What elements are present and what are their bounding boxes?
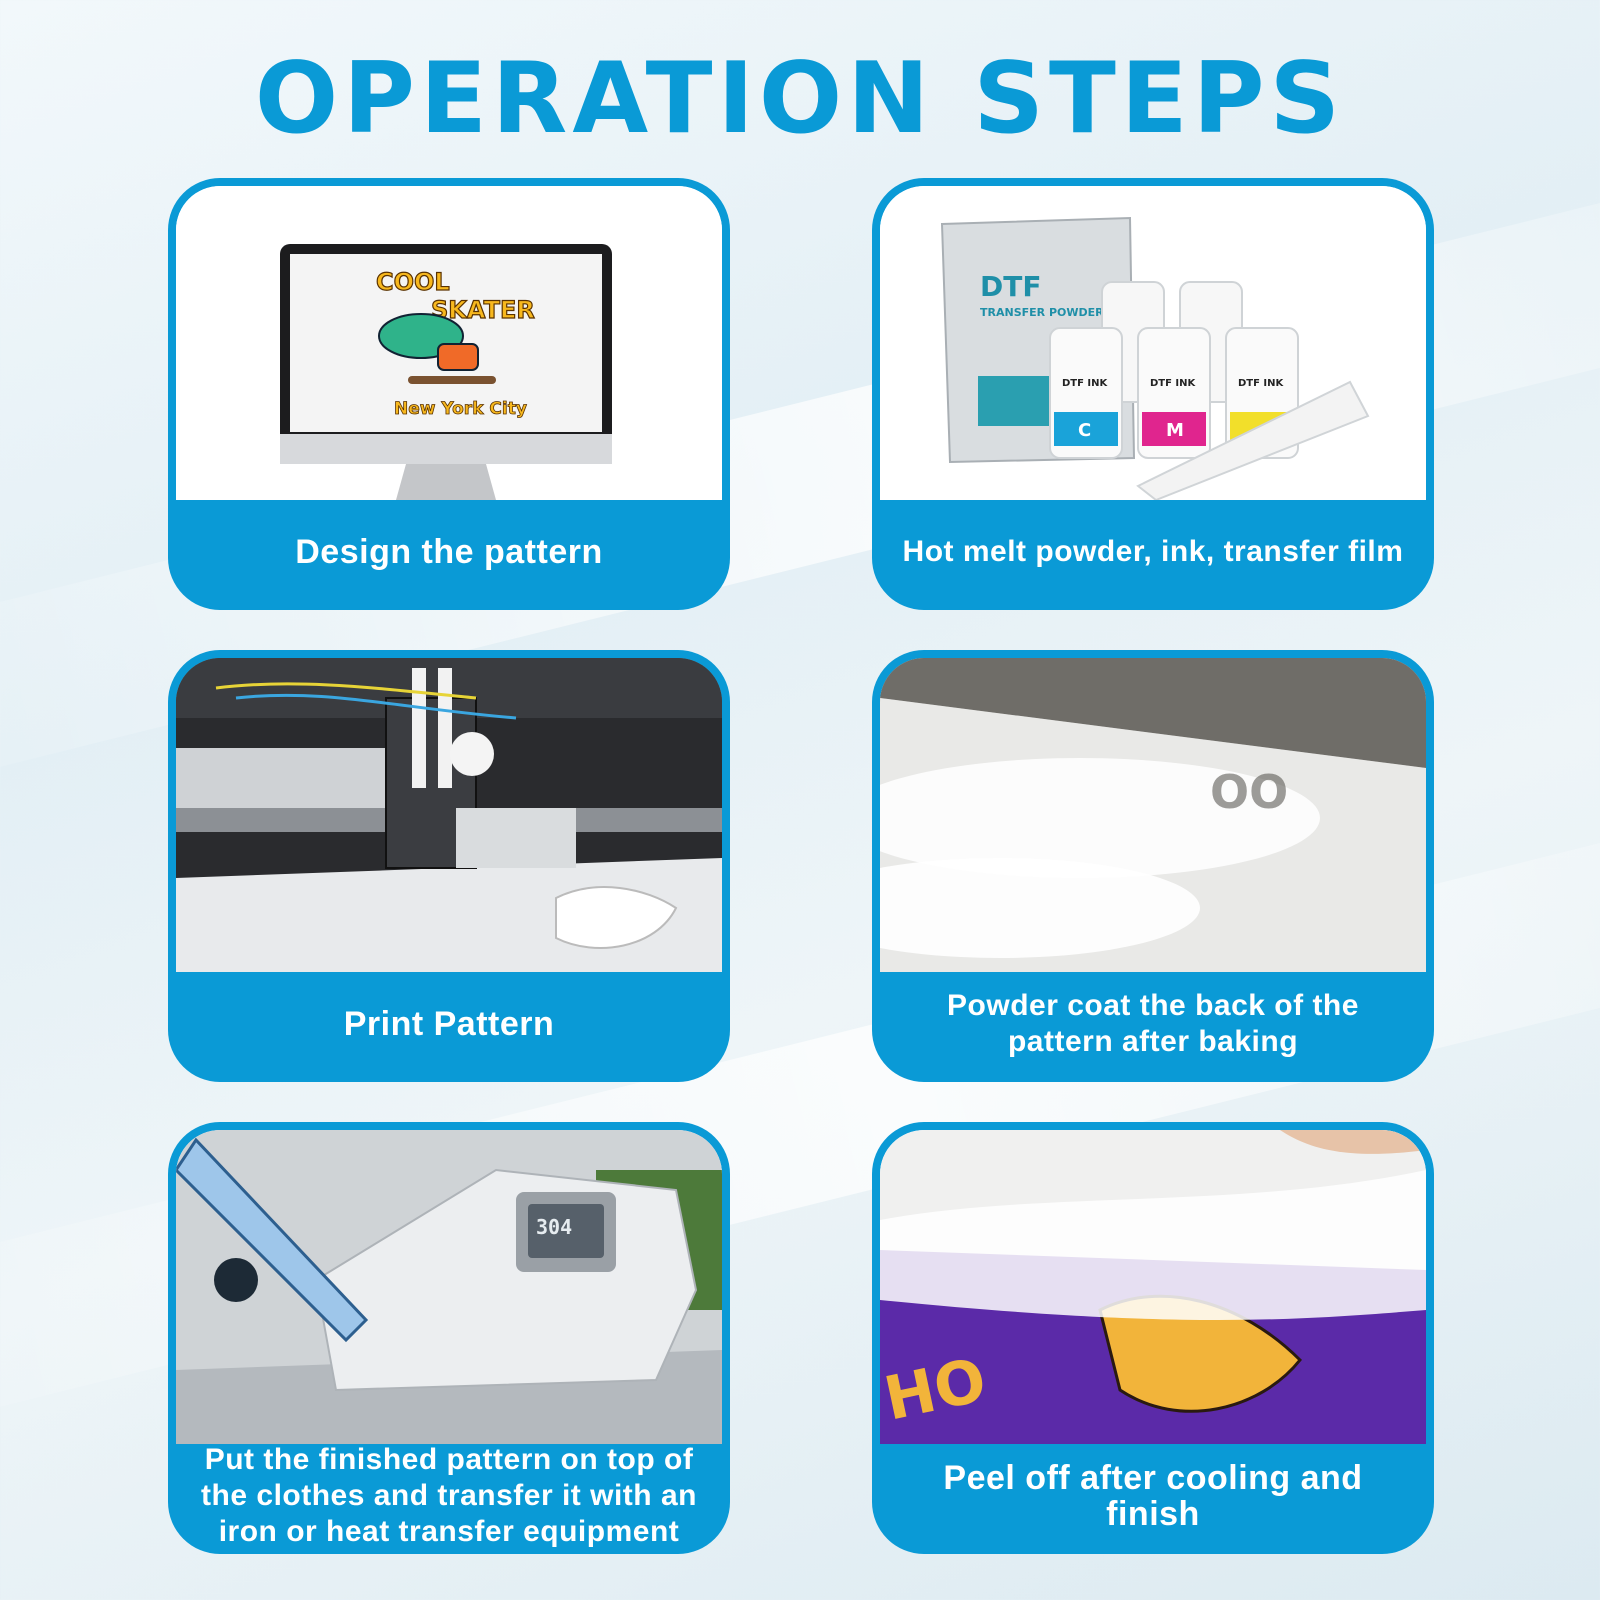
step-card-materials: DTF TRANSFER POWDER DTF INK C DTF INK M [872, 178, 1434, 610]
monitor-illustration: COOL SKATER New York City [176, 186, 722, 500]
step-card-powder: OO Powder coat the back of the pattern a… [872, 650, 1434, 1082]
step-caption: Hot melt powder, ink, transfer film [902, 535, 1404, 568]
ink-bottle-magenta: DTF INK M [1137, 327, 1211, 459]
step-photo-monitor: COOL SKATER New York City [176, 186, 722, 500]
step-photo-heat-press: 304 [176, 1130, 722, 1444]
bag-subtitle: TRANSFER POWDER [980, 306, 1104, 319]
ink-bottle-cyan: DTF INK C [1049, 327, 1123, 459]
step-caption: Peel off after cooling and finish [943, 1459, 1363, 1533]
powder-illustration: OO [880, 658, 1426, 972]
step-photo-peel: HO [880, 1130, 1426, 1444]
printer-illustration [176, 658, 722, 972]
heat-press-display [528, 1204, 604, 1258]
step-photo-powder: OO [880, 658, 1426, 972]
svg-text:DTF INK: DTF INK [1062, 378, 1109, 389]
design-text-cool: COOL [376, 268, 450, 296]
materials-illustration: DTF TRANSFER POWDER DTF INK C DTF INK M [880, 186, 1426, 500]
step-card-print: Print Pattern [168, 650, 730, 1082]
svg-text:OO: OO [1210, 765, 1288, 819]
step-caption: Print Pattern [343, 1005, 555, 1043]
display-reading: 304 [536, 1215, 572, 1239]
step-caption: Powder coat the back of the pattern afte… [947, 989, 1359, 1058]
step-caption: Put the finished pattern on top of the c… [201, 1443, 697, 1548]
step-card-design: COOL SKATER New York City Design the pat… [168, 178, 730, 610]
bottle-letter-c: C [1078, 420, 1091, 441]
transfer-film [880, 1170, 1426, 1320]
bag-brand: DTF [980, 270, 1041, 303]
step-photo-printer [176, 658, 722, 972]
step-card-heat-press: 304 Put the finished pattern on top of t… [168, 1122, 730, 1554]
step-card-peel: HO Peel off after cooling and finish [872, 1122, 1434, 1554]
powder-cloud [880, 758, 1320, 878]
hand [1280, 1130, 1426, 1154]
bottle-letter-m: M [1166, 420, 1184, 441]
step-caption: Design the pattern [295, 533, 603, 571]
peel-illustration: HO [880, 1130, 1426, 1444]
svg-text:DTF INK: DTF INK [1150, 378, 1197, 389]
step-photo-materials: DTF TRANSFER POWDER DTF INK C DTF INK M [880, 186, 1426, 500]
svg-text:DTF INK: DTF INK [1238, 378, 1285, 389]
transfer-film-roll [1136, 380, 1370, 500]
page-title: OPERATION STEPS [254, 42, 1346, 156]
heat-press-illustration: 304 [176, 1130, 722, 1444]
press-handle [176, 1137, 369, 1343]
design-text-nyc: New York City [394, 399, 527, 419]
